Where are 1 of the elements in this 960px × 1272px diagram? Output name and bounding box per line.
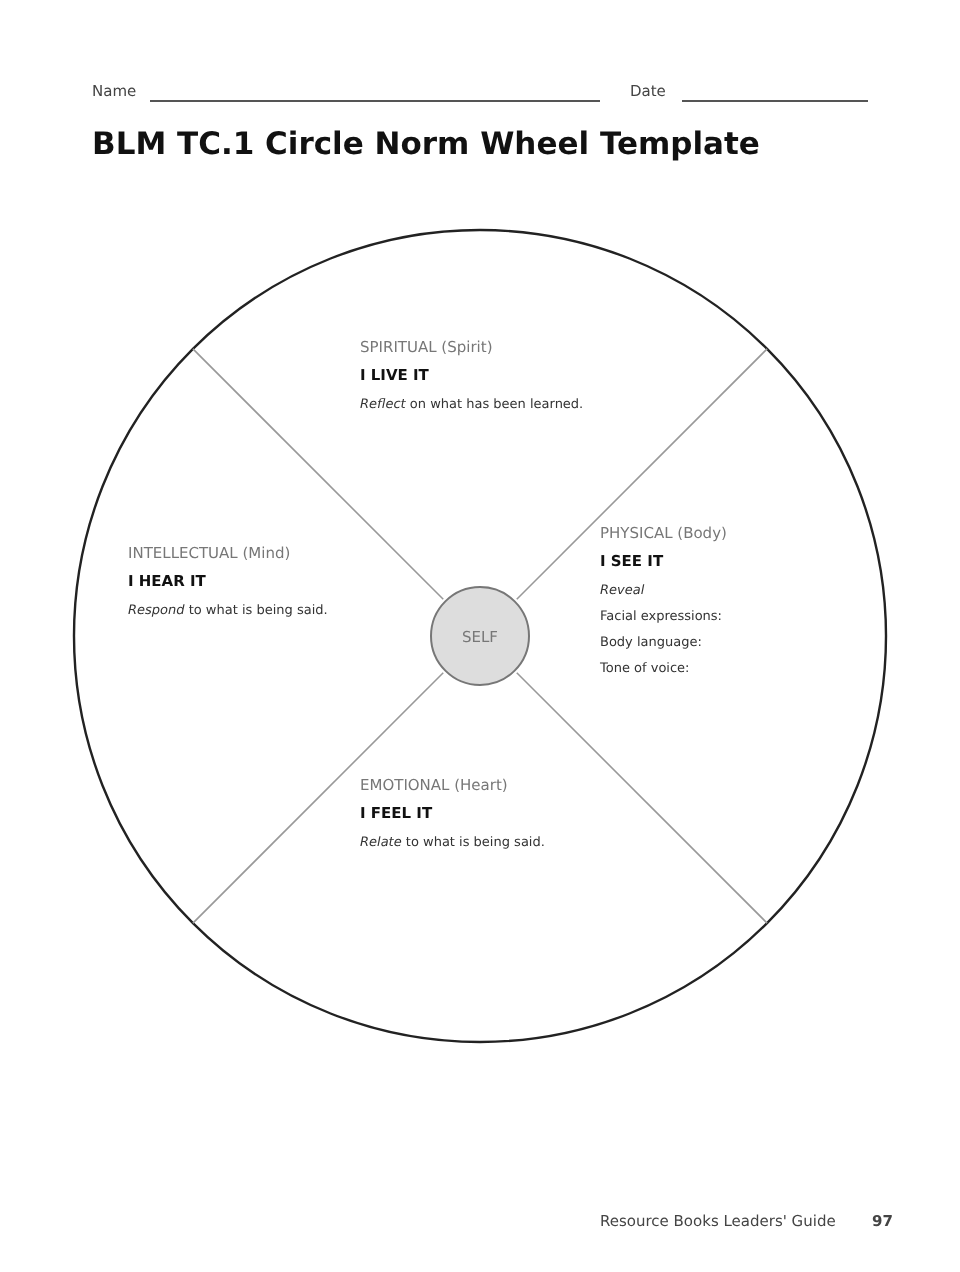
page-title: BLM TC.1 Circle Norm Wheel Template xyxy=(92,126,760,162)
